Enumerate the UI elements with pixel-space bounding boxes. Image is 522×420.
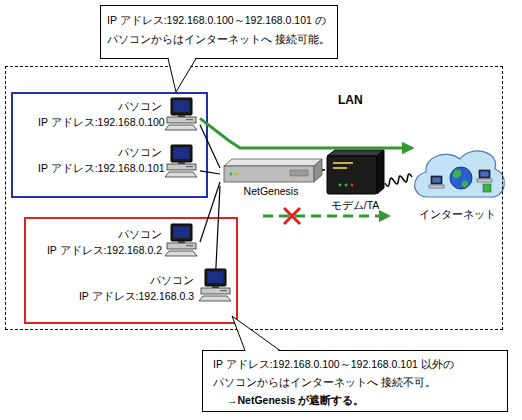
modem-marking xyxy=(333,167,347,169)
area-label: LAN xyxy=(338,93,363,107)
remote-pc-screen xyxy=(481,172,489,177)
lan-cable xyxy=(200,171,220,174)
device-label: モデム/TA xyxy=(331,198,380,212)
router-front xyxy=(224,166,314,182)
modem-node: モデム/TA xyxy=(325,148,385,212)
blocked-group-frame xyxy=(25,218,237,323)
pc-icon xyxy=(165,98,197,130)
remote-pc-base xyxy=(477,179,492,182)
pc-node: パソコンIP アドレス:192.168.0.2 xyxy=(38,224,200,260)
allowed-group-frame xyxy=(12,93,207,197)
callout-text: IP アドレス:192.168.0.100～192.168.0.101 以外の … xyxy=(213,355,497,391)
modem-led xyxy=(345,184,348,187)
pc-node: パソコンIP アドレス:192.168.0.101 xyxy=(38,142,200,178)
callout-tail xyxy=(168,59,196,93)
callout-emphasis: →NetGenesis が遮断する。 xyxy=(213,391,497,409)
access-arrow xyxy=(200,118,412,148)
modem-marking xyxy=(333,162,353,164)
block-cross xyxy=(284,208,300,224)
remote-pc xyxy=(431,176,442,184)
router-top xyxy=(224,159,322,166)
modem-side xyxy=(377,150,384,194)
pc-node: パソコンIP アドレス:192.168.0.3 xyxy=(70,270,232,306)
device-label: インターネット xyxy=(419,207,496,221)
note-callout: IP アドレス:192.168.0.100～192.168.0.101 の パソ… xyxy=(100,5,338,59)
note-callout: IP アドレス:192.168.0.100～192.168.0.101 以外の … xyxy=(202,350,508,412)
connectors xyxy=(200,118,412,270)
ip-address: IP アドレス:192.168.0.101 xyxy=(38,160,162,176)
modem-led xyxy=(339,184,342,187)
globe-land xyxy=(453,169,468,187)
lan-cable xyxy=(216,186,220,270)
modem-top xyxy=(327,150,384,156)
remote-pc xyxy=(479,170,490,178)
callout-tail-fill xyxy=(169,58,196,93)
pc-icon xyxy=(199,269,231,301)
pc-icon xyxy=(165,145,197,177)
ip-address: IP アドレス:192.168.0.3 xyxy=(70,288,194,304)
lan-cable xyxy=(200,182,220,242)
lan-cable xyxy=(322,169,325,171)
block-cross xyxy=(284,208,300,224)
remote-server xyxy=(483,184,491,192)
pc-name: パソコン xyxy=(38,98,162,114)
modem-led xyxy=(351,184,354,187)
pc-name: パソコン xyxy=(38,144,162,160)
ip-address: IP アドレス:192.168.0.2 xyxy=(38,242,162,258)
lan-area: LANパソコンIP アドレス:192.168.0.100パソコンIP アドレス:… xyxy=(5,66,503,330)
router-side xyxy=(314,159,322,182)
globe xyxy=(450,167,472,189)
remote-pc-screen xyxy=(433,178,441,183)
blocked-path-head xyxy=(379,210,391,222)
router-node: NetGenesis xyxy=(220,158,322,198)
blocked-path xyxy=(263,215,380,218)
pc-name: パソコン xyxy=(38,226,162,242)
modem-front xyxy=(327,156,377,194)
pc-node: パソコンIP アドレス:192.168.0.100 xyxy=(38,96,200,132)
router-led xyxy=(235,173,238,176)
callout-tail xyxy=(232,316,280,351)
callout-tail-fill xyxy=(232,316,280,352)
router-port xyxy=(290,170,308,176)
wan-line xyxy=(385,174,412,186)
callout-text: IP アドレス:192.168.0.100～192.168.0.101 の パソ… xyxy=(107,11,331,49)
router-led xyxy=(230,173,233,176)
remote-pc-base xyxy=(429,185,444,188)
pc-icon xyxy=(165,224,197,256)
pc-name: パソコン xyxy=(70,272,194,288)
internet-cloud-shape xyxy=(415,151,505,197)
internet-node: インターネット xyxy=(412,145,502,221)
ip-address: IP アドレス:192.168.0.100 xyxy=(38,114,162,130)
device-label: NetGenesis xyxy=(244,184,299,198)
